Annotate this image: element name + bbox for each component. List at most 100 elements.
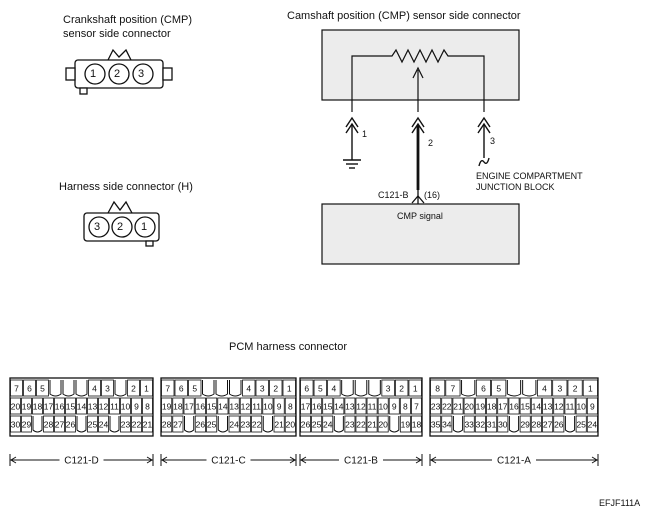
pin-cell bbox=[322, 397, 334, 415]
pin-cell bbox=[188, 379, 202, 397]
pin-number: 25 bbox=[207, 420, 217, 430]
pin-cell bbox=[586, 397, 598, 415]
pin-number: 24 bbox=[588, 420, 598, 430]
pin-cell bbox=[564, 397, 576, 415]
pin-cell bbox=[127, 379, 140, 397]
pin-cell bbox=[273, 415, 285, 433]
pin-cell bbox=[109, 397, 120, 415]
pin-number: 5 bbox=[318, 384, 323, 394]
pin-cell bbox=[300, 379, 314, 397]
ground-wire bbox=[343, 125, 361, 169]
pin-number: 6 bbox=[179, 384, 184, 394]
pin-number: 24 bbox=[229, 420, 239, 430]
pin-number: 2 bbox=[573, 384, 578, 394]
pin-number: 21 bbox=[453, 402, 463, 412]
pin-cell bbox=[344, 415, 356, 433]
pin-number: 17 bbox=[301, 402, 311, 412]
pin-cell bbox=[497, 415, 509, 433]
pin-number: 5 bbox=[192, 384, 197, 394]
connector-key bbox=[262, 416, 273, 433]
pin-cell bbox=[486, 415, 498, 433]
pin-cell bbox=[43, 397, 54, 415]
connector-key bbox=[109, 416, 120, 433]
pcm-box bbox=[321, 203, 520, 265]
pin-cell bbox=[553, 415, 565, 433]
crank-pin-3: 3 bbox=[138, 68, 145, 80]
pin-number: 8 bbox=[435, 384, 440, 394]
pin-number: 28 bbox=[162, 420, 172, 430]
pin-number: 9 bbox=[277, 402, 282, 412]
cmp-sensor-box bbox=[321, 29, 520, 112]
pin-cell bbox=[23, 379, 36, 397]
pin-cell bbox=[542, 397, 554, 415]
pin-number: 10 bbox=[263, 402, 273, 412]
pin-cell bbox=[452, 397, 464, 415]
pin-number: 18 bbox=[33, 402, 43, 412]
pin-number: 9 bbox=[134, 402, 139, 412]
harness-side-connector bbox=[83, 200, 160, 247]
pin-number: 27 bbox=[543, 420, 553, 430]
pin-cell bbox=[355, 415, 367, 433]
pin-number: 23 bbox=[121, 420, 131, 430]
pin-number: 26 bbox=[196, 420, 206, 430]
pin-number: 14 bbox=[334, 402, 344, 412]
pin-cell bbox=[377, 415, 389, 433]
pin-cell bbox=[497, 397, 509, 415]
pin-cell bbox=[251, 415, 263, 433]
pin-number: 18 bbox=[487, 402, 497, 412]
pin-number: 17 bbox=[44, 402, 54, 412]
pin-number: 10 bbox=[121, 402, 131, 412]
pin-cell bbox=[553, 397, 565, 415]
pin-number: 22 bbox=[356, 420, 366, 430]
pin-cell bbox=[269, 379, 283, 397]
pin-number: 6 bbox=[27, 384, 32, 394]
terminal-chevrons bbox=[345, 116, 491, 134]
harness-pin-1: 1 bbox=[141, 221, 148, 233]
connector-key bbox=[217, 416, 228, 433]
pin-cell bbox=[333, 397, 345, 415]
pin-number: 20 bbox=[464, 402, 474, 412]
pin-cell bbox=[174, 379, 188, 397]
wire-label-2: 2 bbox=[428, 138, 434, 148]
pin-cell bbox=[445, 379, 461, 397]
cmp-signal-label: CMP signal bbox=[397, 211, 443, 221]
pin-number: 6 bbox=[304, 384, 309, 394]
pin-number: 5 bbox=[496, 384, 501, 394]
pin-cell bbox=[322, 415, 334, 433]
pin-cell bbox=[394, 379, 409, 397]
pin-cell bbox=[530, 415, 542, 433]
harness-title: Harness side connector (H) bbox=[59, 181, 193, 193]
pin-number: 21 bbox=[367, 420, 377, 430]
pin-number: 13 bbox=[229, 402, 239, 412]
pin-cell bbox=[172, 397, 184, 415]
pin-number: 8 bbox=[145, 402, 150, 412]
connector-key bbox=[333, 416, 344, 433]
pin-cell bbox=[65, 415, 76, 433]
pin-cell bbox=[537, 379, 553, 397]
dim-arrow bbox=[415, 456, 422, 464]
pin-number: 2 bbox=[131, 384, 136, 394]
pin-number: 16 bbox=[196, 402, 206, 412]
pin-cell bbox=[98, 415, 109, 433]
dim-arrow bbox=[161, 456, 168, 464]
pin-number: 4 bbox=[332, 384, 337, 394]
connector-key bbox=[62, 380, 75, 397]
pin-number: 30 bbox=[498, 420, 508, 430]
pin-cell bbox=[54, 397, 65, 415]
junction-note-line2: JUNCTION BLOCK bbox=[476, 182, 555, 192]
connector-key bbox=[229, 380, 242, 397]
pin-cell bbox=[381, 379, 395, 397]
harness-pin-3: 3 bbox=[94, 221, 101, 233]
pin-cell bbox=[54, 415, 65, 433]
pin-number: 25 bbox=[88, 420, 98, 430]
crank-title-line2: sensor side connector bbox=[63, 28, 171, 40]
pin-number: 16 bbox=[312, 402, 322, 412]
pin-cell bbox=[355, 397, 367, 415]
pin-number: 14 bbox=[532, 402, 542, 412]
pin-cell bbox=[491, 379, 507, 397]
pin-cell bbox=[567, 379, 583, 397]
pin-cell bbox=[98, 397, 109, 415]
connector-key bbox=[76, 416, 87, 433]
